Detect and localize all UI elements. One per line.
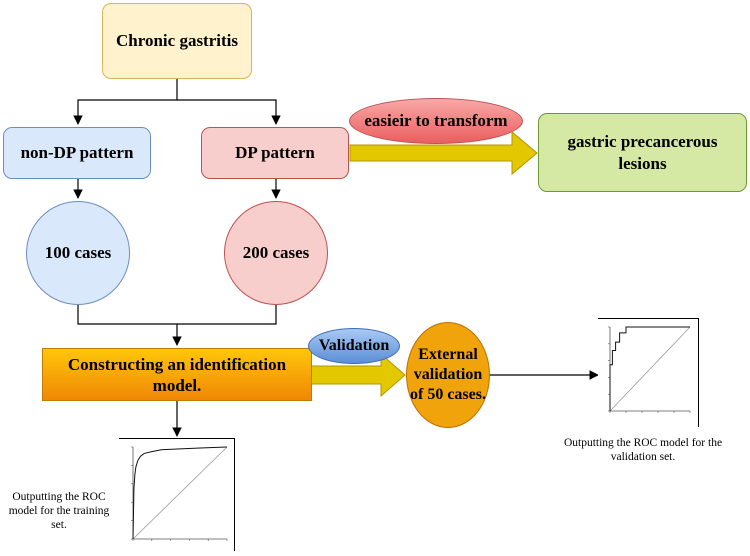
validation-roc-reference-line [609,326,691,412]
validation-arrow [310,352,406,398]
node-external-validation: External validation of 50 cases. [406,322,490,428]
node-dp-pattern: DP pattern [201,127,349,179]
transform-arrow [349,130,538,176]
validation-roc-caption: Outputting the ROC model for the validat… [563,437,723,463]
node-200-cases: 200 cases [224,201,328,305]
node-100-cases-label: 100 cases [44,243,112,262]
connector-chronic-split [73,79,178,125]
node-validation-label: Validation [318,337,390,354]
node-100-cases: 100 cases [26,201,130,305]
training-roc-caption: Outputting the ROC model for the trainin… [8,491,110,531]
node-non-dp-pattern: non-DP pattern [3,127,151,179]
connector-chronic-dp [177,99,281,125]
node-non-dp-pattern-label: non-DP pattern [20,143,134,162]
training-roc-svg [131,446,228,541]
connector-cases-model [77,304,277,325]
node-easier-to-transform-label: easieir to transform [364,111,508,130]
validation-roc-curve [609,326,690,411]
node-chronic-gastritis: Chronic gastritis [102,3,252,79]
training-roc-plot [119,438,235,551]
validation-roc-svg [608,326,691,413]
node-identification-model-label: Constructing an identification model. [67,354,287,395]
node-identification-model: Constructing an identification model. [42,348,312,401]
node-gastric-precancerous-lesions: gastric precancerous lesions [538,113,747,192]
node-chronic-gastritis-label: Chronic gastritis [116,31,238,50]
node-gastric-precancerous-lesions-label: gastric precancerous lesions [567,131,718,173]
training-roc-reference-line [132,446,228,540]
training-roc-curve [132,446,228,540]
validation-roc-plot [598,318,699,427]
node-easier-to-transform: easieir to transform [349,98,523,144]
node-validation: Validation [308,328,400,364]
node-external-validation-label: External validation of 50 cases. [410,346,486,403]
node-200-cases-label: 200 cases [242,243,310,262]
node-dp-pattern-label: DP pattern [235,143,315,162]
